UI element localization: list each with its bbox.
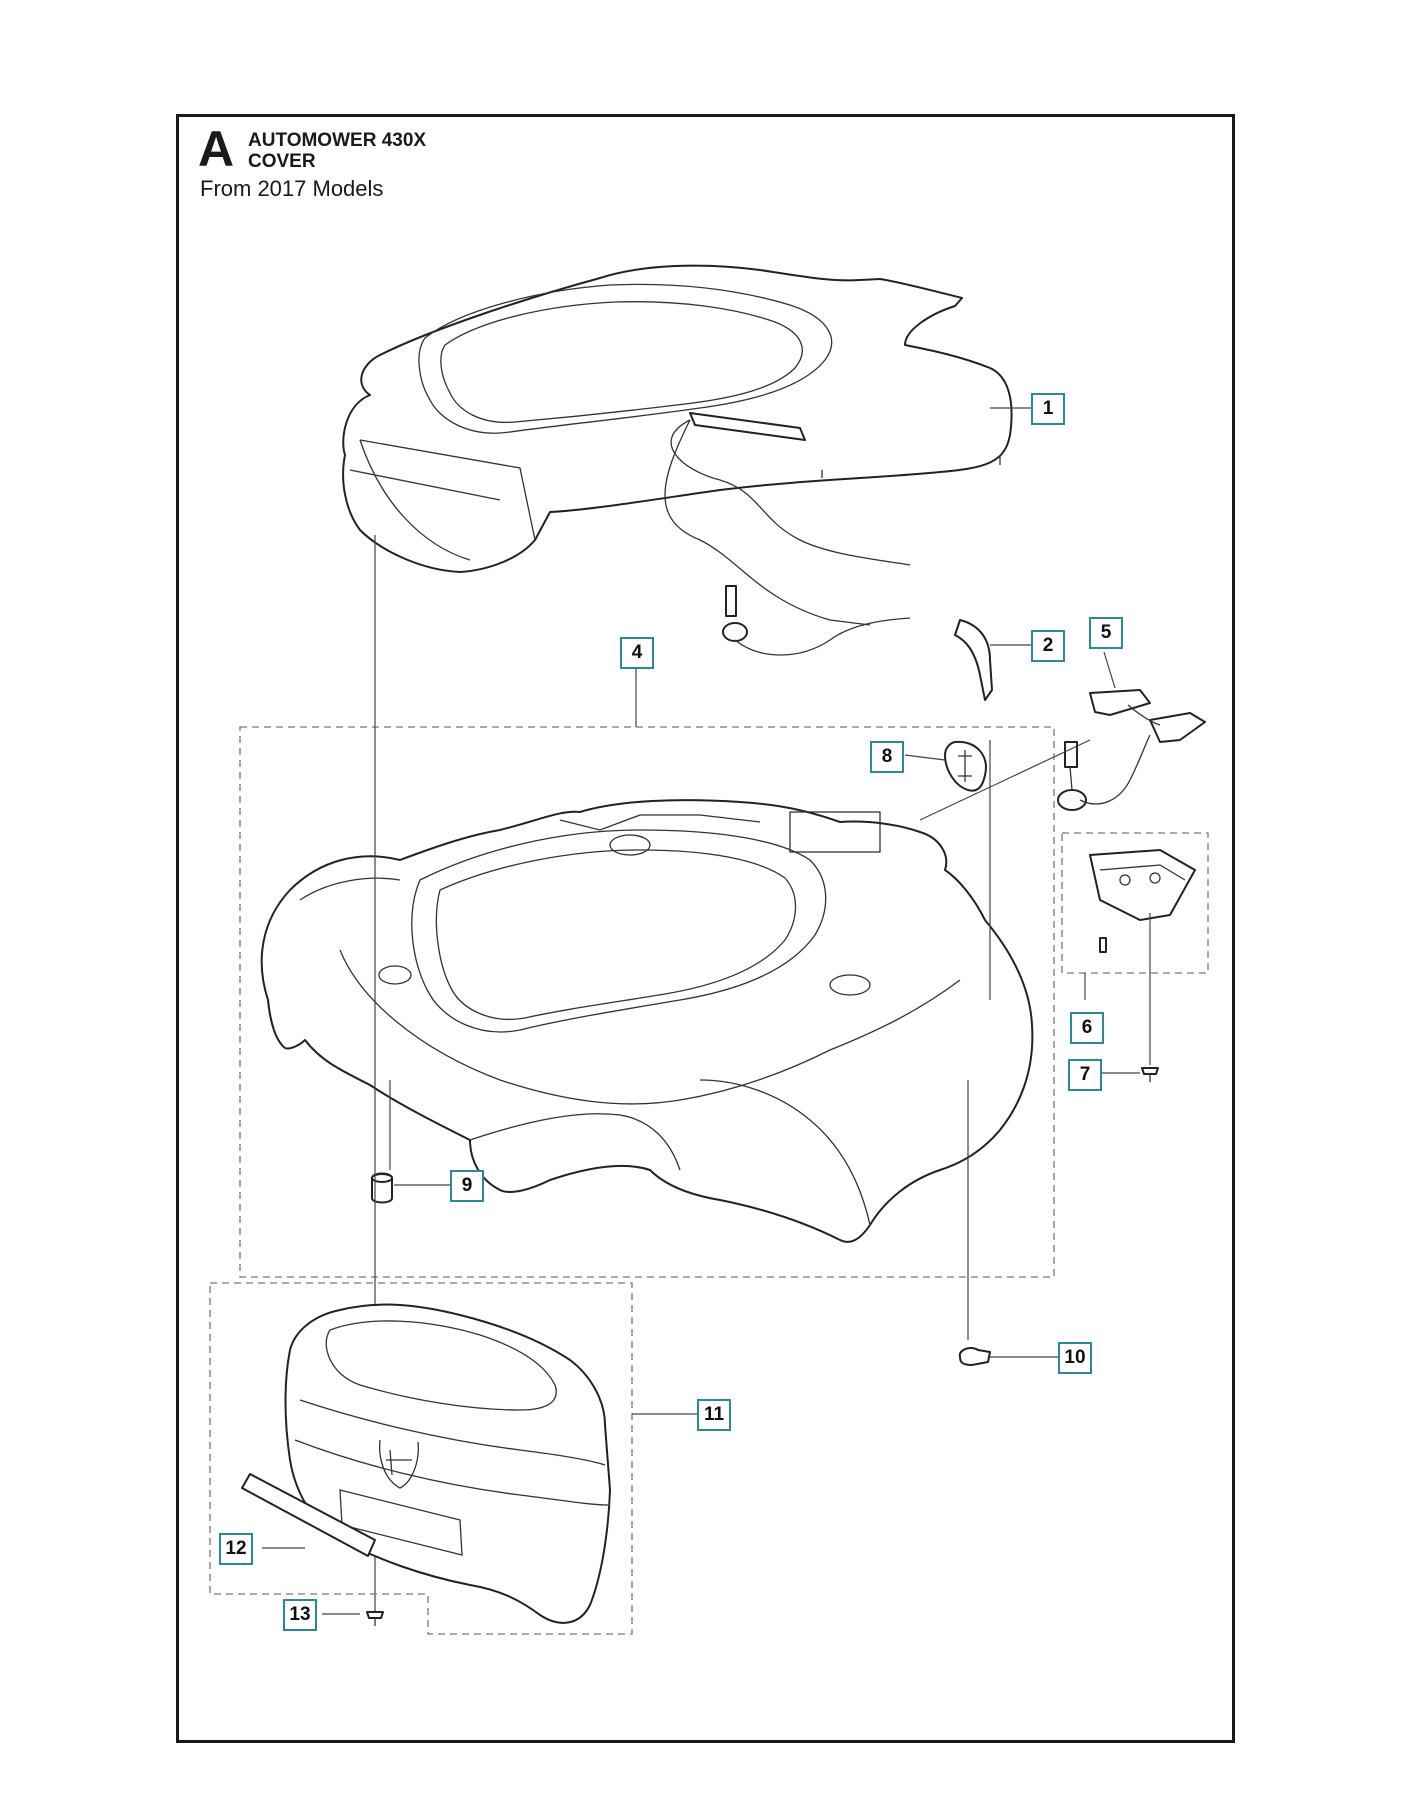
front-bumper-part bbox=[284, 1303, 611, 1624]
diagram-frame bbox=[176, 114, 1235, 1743]
callout-13[interactable]: 13 bbox=[283, 1599, 317, 1631]
callout-10[interactable]: 10 bbox=[1058, 1342, 1092, 1374]
callout-9[interactable]: 9 bbox=[450, 1170, 484, 1202]
callout-11[interactable]: 11 bbox=[697, 1399, 731, 1431]
top-cover-part bbox=[342, 264, 1013, 573]
callout-1[interactable]: 1 bbox=[1031, 393, 1065, 425]
part-4-group-outline bbox=[239, 726, 1055, 1278]
model-year-note: From 2017 Models bbox=[200, 176, 384, 201]
callout-2[interactable]: 2 bbox=[1031, 630, 1065, 662]
front-screw-part bbox=[322, 1611, 384, 1626]
chassis-body-part bbox=[260, 799, 1034, 1243]
logo-badge-part bbox=[904, 740, 987, 792]
sensor-bracket-part bbox=[1089, 849, 1196, 953]
leader-8-cable bbox=[919, 739, 1091, 821]
callout-4[interactable]: 4 bbox=[620, 637, 654, 669]
callout-5[interactable]: 5 bbox=[1089, 617, 1123, 649]
screw-part bbox=[1100, 913, 1159, 1082]
model-name: AUTOMOWER 430X bbox=[248, 130, 427, 151]
decal-strip-part bbox=[241, 1473, 376, 1557]
switch-assembly-part bbox=[1057, 651, 1206, 811]
callout-12[interactable]: 12 bbox=[219, 1533, 253, 1565]
callout-7[interactable]: 7 bbox=[1068, 1059, 1102, 1091]
handle-cable-part bbox=[664, 412, 993, 701]
part-11-group-outline bbox=[209, 1282, 633, 1635]
rubber-plug-part bbox=[371, 1080, 450, 1204]
callout-6[interactable]: 6 bbox=[1070, 1012, 1104, 1044]
cable-clip-part bbox=[958, 1080, 1058, 1366]
part-group: COVER bbox=[248, 151, 316, 172]
part-6-group-outline bbox=[1061, 832, 1209, 974]
callout-8[interactable]: 8 bbox=[870, 741, 904, 773]
section-letter: A bbox=[198, 121, 235, 177]
